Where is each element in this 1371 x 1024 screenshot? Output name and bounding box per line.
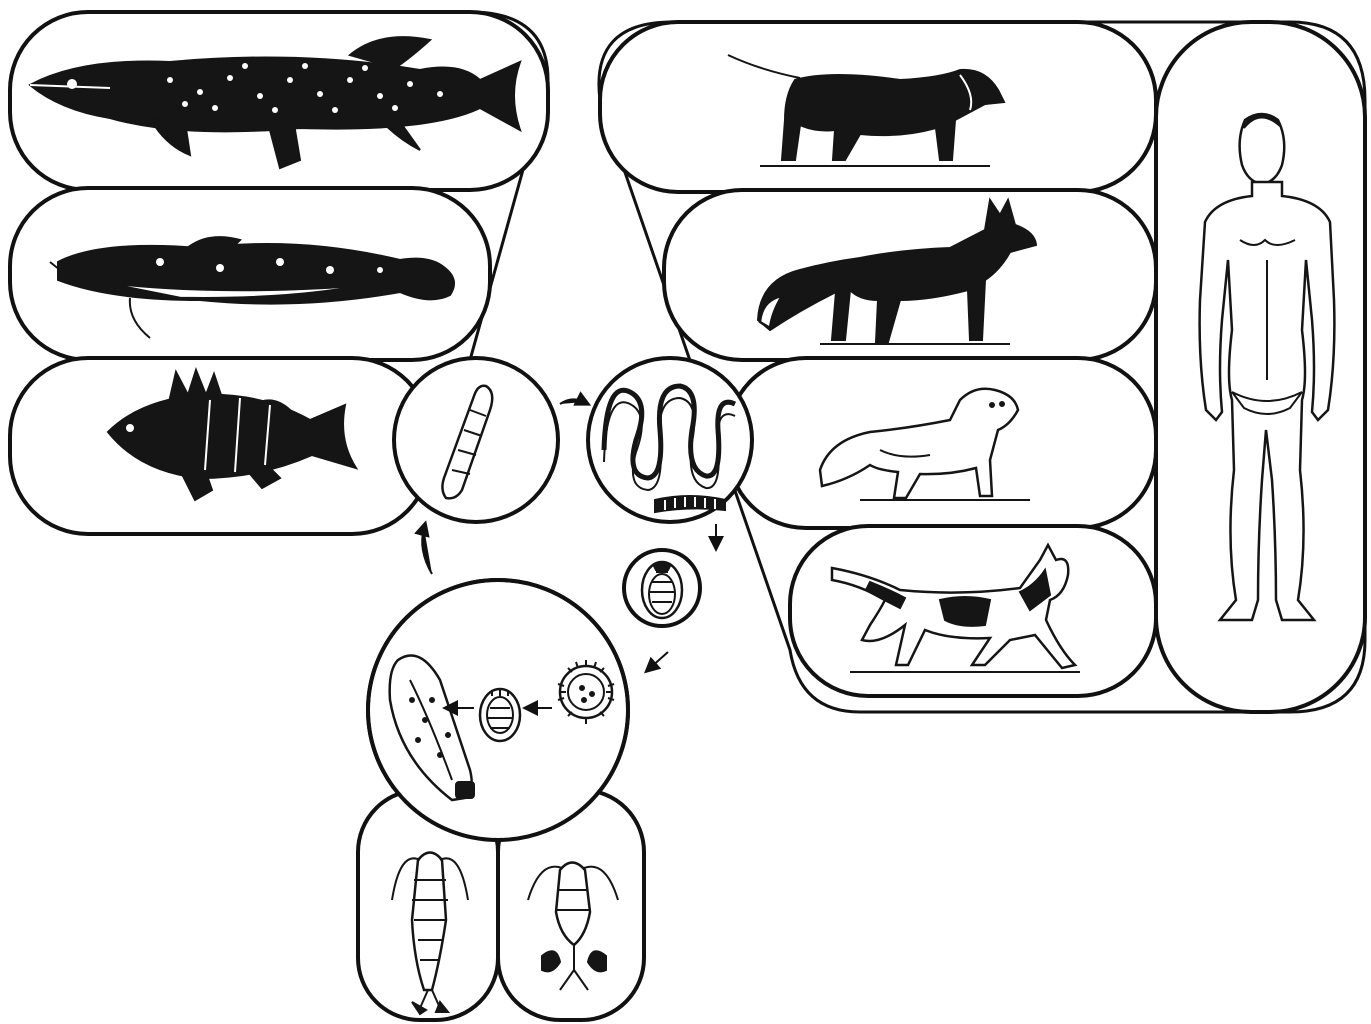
definitive-host-group bbox=[599, 22, 1365, 712]
arrow-procercoid-fish bbox=[422, 528, 432, 574]
adult-stage bbox=[588, 358, 752, 522]
oncosphere-icon bbox=[480, 688, 520, 741]
arrow-plerocercoid-adult bbox=[560, 399, 584, 404]
arrow-egg-coracidium bbox=[650, 652, 668, 668]
egg-icon bbox=[642, 562, 682, 618]
plerocercoid-stage bbox=[394, 358, 558, 522]
crustacean-host-group bbox=[358, 580, 644, 1020]
egg-stage bbox=[624, 550, 700, 626]
